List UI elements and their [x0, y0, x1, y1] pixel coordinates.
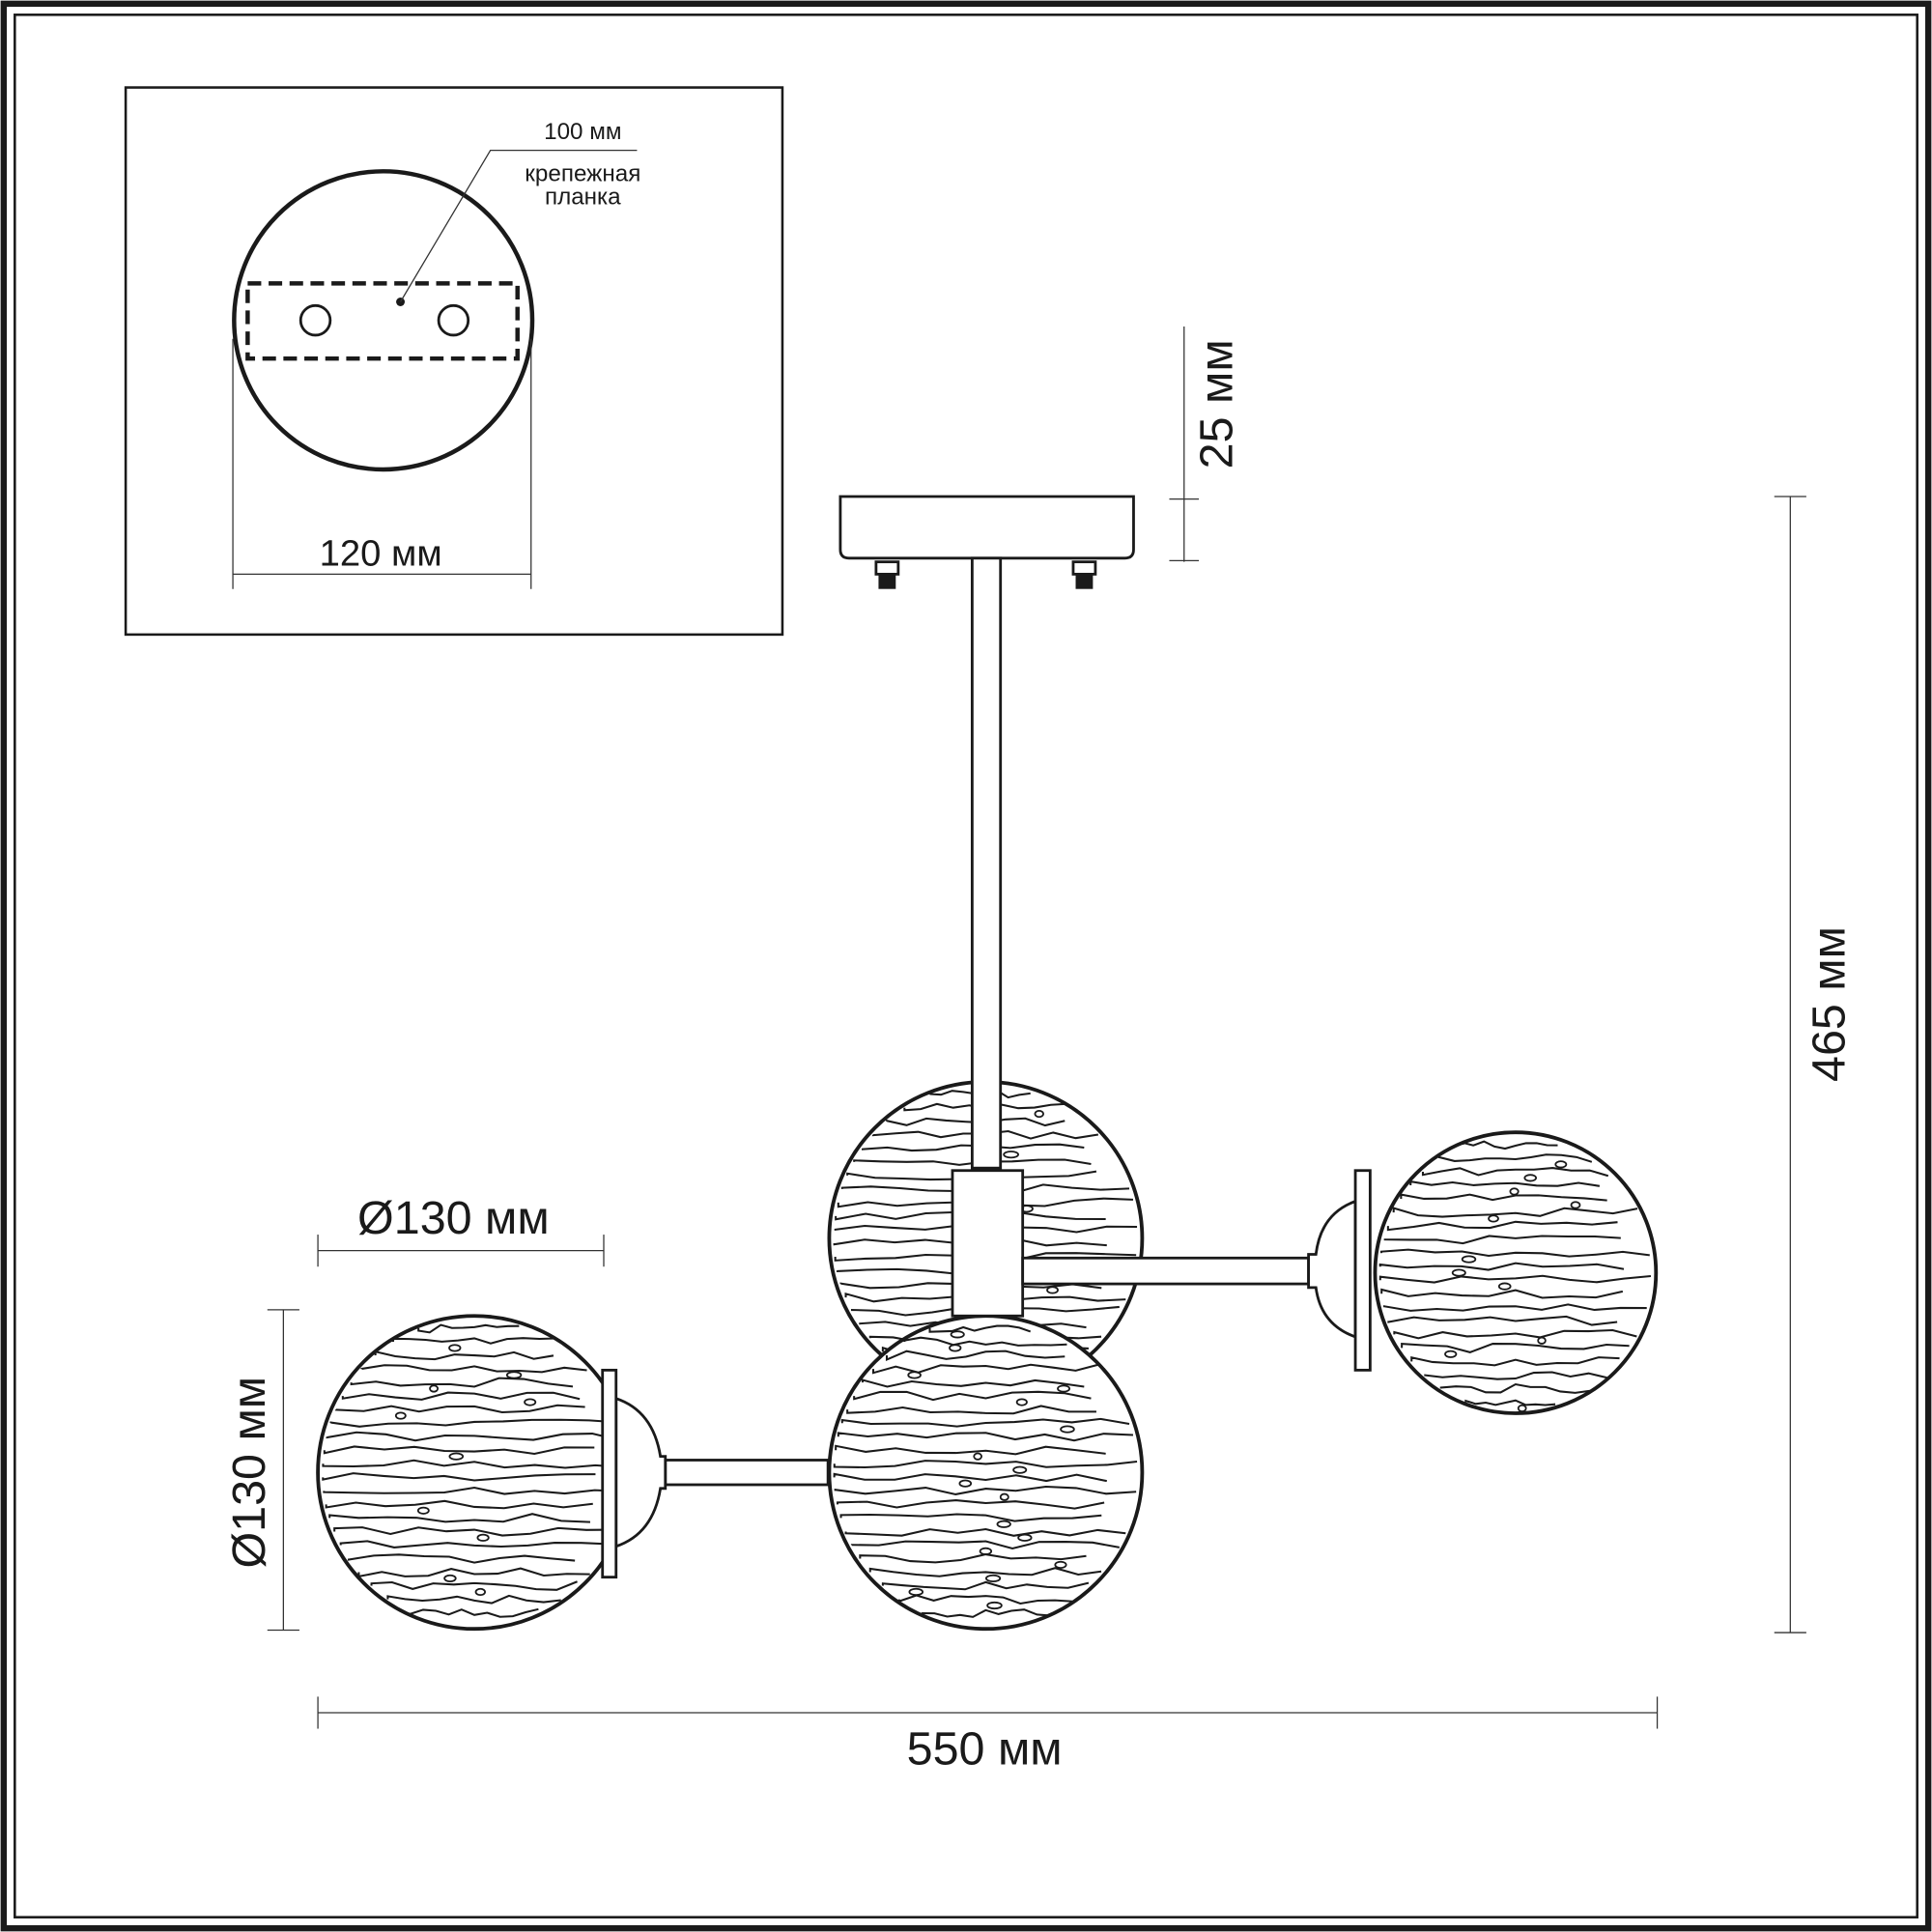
rod — [970, 556, 1003, 1170]
canopy-diameter-label: 120 мм — [320, 532, 442, 574]
right-socket — [1307, 1199, 1357, 1339]
dim-total-width: 550 мм — [317, 1696, 1659, 1776]
left-arm — [664, 1459, 830, 1487]
plate-size-label: 100 мм — [544, 119, 621, 145]
dim-shade-vertical: Ø130 мм — [223, 1309, 299, 1632]
mounting-hole — [437, 303, 470, 337]
shade-diameter-h-label: Ø130 мм — [357, 1192, 550, 1244]
dim-shade-horizontal: Ø130 мм — [317, 1192, 605, 1267]
left-socket — [614, 1396, 668, 1548]
glass-globe — [1373, 1130, 1659, 1415]
canopy — [838, 495, 1135, 589]
total-height-label: 465 мм — [1803, 926, 1855, 1082]
inset-box — [124, 86, 784, 637]
shade-diameter-v-label: Ø130 мм — [223, 1377, 275, 1569]
screw-icon — [874, 560, 900, 589]
right-arm — [1021, 1256, 1310, 1286]
canopy-inset: 100 мм крепежная планка 120 мм — [124, 86, 784, 637]
dim-canopy-height: 25 мм — [1169, 327, 1243, 562]
glass-globe — [316, 1314, 633, 1632]
mounting-hole — [298, 303, 332, 337]
plate-label-line1: крепежная — [525, 161, 640, 187]
central-hub — [951, 1169, 1025, 1318]
glass-globe — [827, 1314, 1145, 1632]
dim-total-height: 465 мм — [1774, 496, 1855, 1634]
screw-icon — [1071, 560, 1097, 589]
inner-frame — [14, 14, 1918, 1918]
mounting-plate — [245, 281, 520, 361]
leader-line — [399, 149, 638, 302]
total-width-label: 550 мм — [907, 1723, 1063, 1776]
plate-label-line2: планка — [545, 185, 621, 211]
canopy-top-view — [232, 169, 535, 472]
canopy-height-label: 25 мм — [1191, 339, 1243, 469]
